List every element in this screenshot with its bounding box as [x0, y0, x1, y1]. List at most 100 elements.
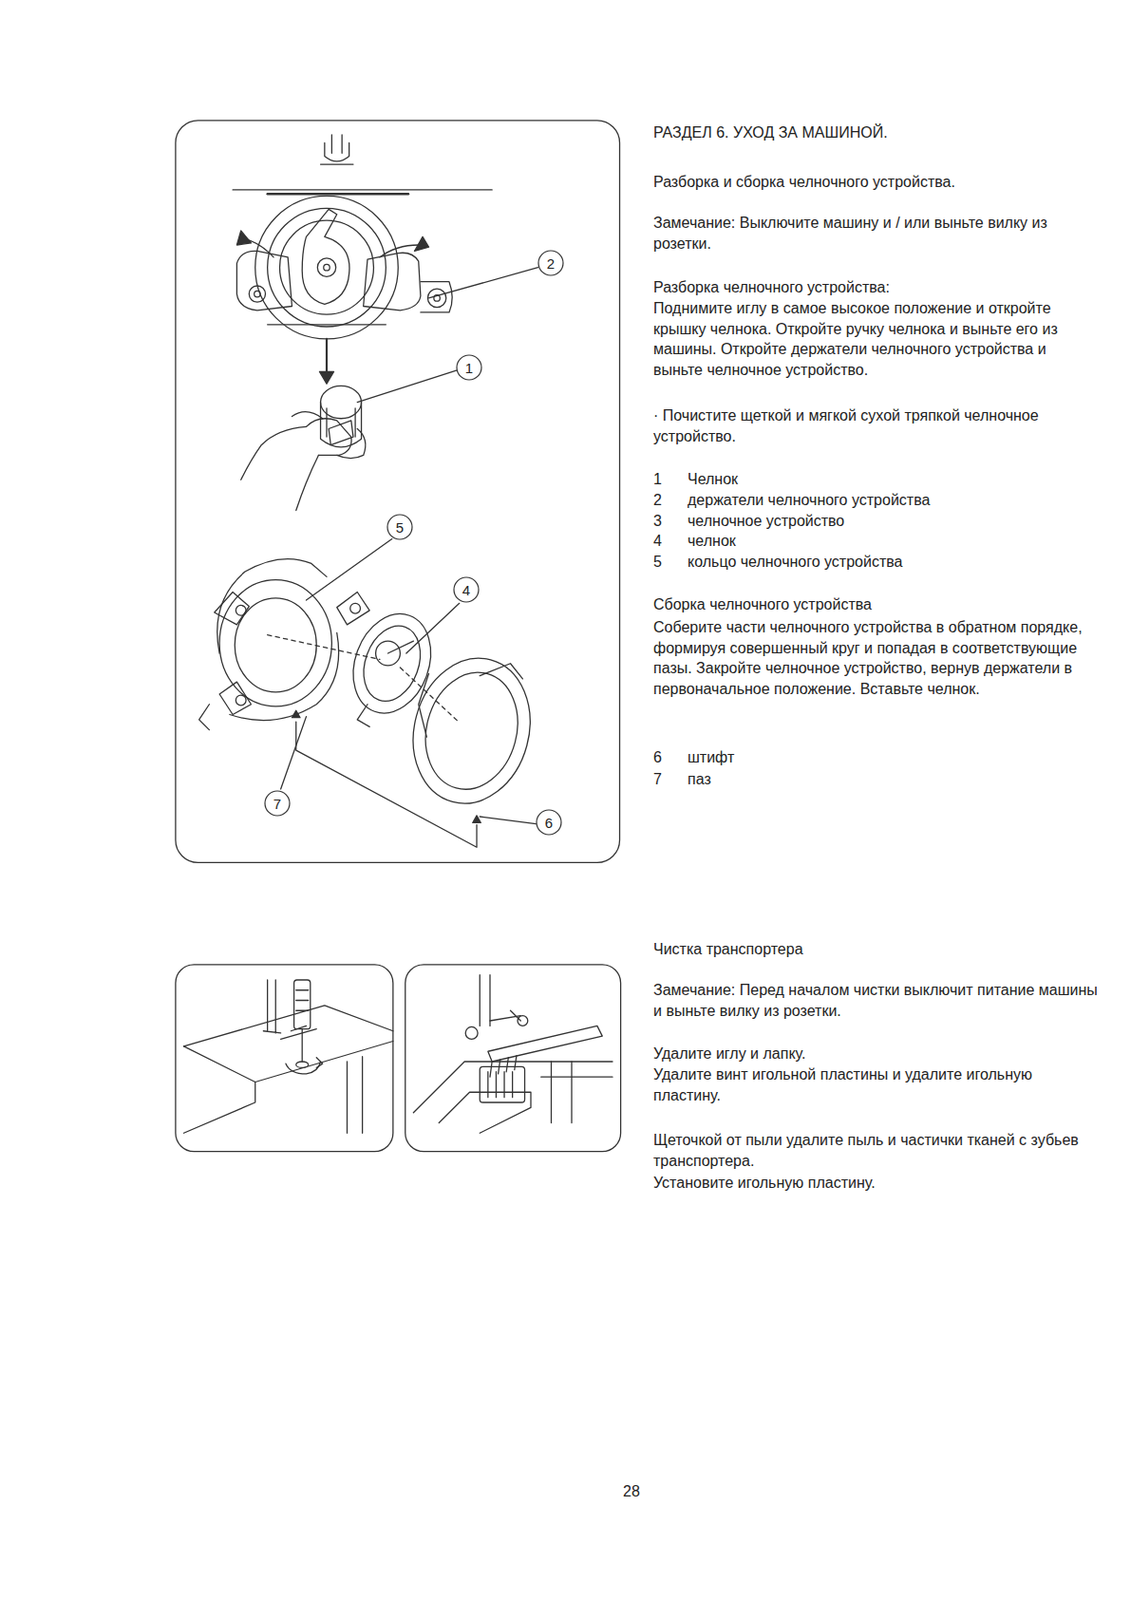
- shuttle-assembly: [363, 252, 421, 311]
- assembly-axis: [399, 667, 457, 721]
- feed-plate-screwdriver: [316, 1057, 322, 1069]
- list-item: штифт: [687, 747, 1096, 769]
- shuttle-assembly: [414, 236, 429, 251]
- bobbin-case-in-hand: [328, 420, 354, 446]
- frame: [175, 964, 394, 1152]
- feed-dog-brush: [413, 975, 613, 1134]
- presser-foot-icon: [320, 134, 354, 165]
- callout-number: 1: [465, 359, 473, 377]
- subheading: Сборка челночного устройства: [653, 594, 1100, 616]
- frame: [405, 964, 622, 1152]
- illustration: [175, 120, 622, 1152]
- shuttle-assembly: [420, 282, 453, 313]
- shuttle-assembly: [232, 189, 492, 384]
- feed-dog-brush: [413, 1061, 613, 1113]
- presser-foot-icon: [331, 134, 342, 153]
- assembly-axis: [267, 635, 458, 721]
- feed-plate-screwdriver: [347, 1056, 363, 1134]
- feed-plate-screwdriver: [301, 1029, 303, 1062]
- note-text: Замечание: Перед началом чистки выключит…: [653, 980, 1100, 1021]
- shuttle-hook: [339, 603, 444, 727]
- shuttle-assembly: [325, 339, 328, 375]
- shuttle-assembly: [232, 188, 492, 190]
- rotary-hook: [199, 704, 210, 731]
- shuttle-assembly: [317, 258, 336, 277]
- list-item: челнок: [687, 530, 1096, 552]
- feed-plate-screwdriver: [184, 980, 394, 1133]
- instruction-text: Удалите иглу и лапку.: [653, 1043, 1100, 1065]
- instruction-text: · Почистите щеткой и мягкой сухой тряпко…: [653, 405, 1100, 447]
- feed-plate-screwdriver: [296, 1061, 309, 1068]
- shuttle-assembly: [236, 230, 251, 246]
- feed-dog-brush: [488, 1025, 603, 1062]
- feed-dog-brush: [479, 1066, 525, 1103]
- callout-number: 2: [546, 255, 555, 272]
- callout-number: 4: [462, 582, 471, 599]
- callout-ring: [536, 810, 562, 835]
- hook-ring: [418, 674, 430, 738]
- shuttle-assembly: [379, 245, 419, 258]
- feed-plate-screwdriver: [184, 1041, 394, 1083]
- alignment-marks: [296, 721, 477, 848]
- rotary-hook: [350, 603, 361, 614]
- feed-plate-screwdriver: [184, 1005, 394, 1047]
- callout-number: 7: [273, 795, 282, 812]
- callout-circle: 2: [537, 249, 565, 277]
- callout-circle: 7: [263, 790, 291, 817]
- list-item: держатели челночного устройства: [687, 490, 1096, 511]
- callout-number: 6: [545, 814, 553, 831]
- shuttle-assembly: [254, 290, 261, 297]
- bobbin-case-in-hand: [241, 385, 366, 510]
- instruction-text: Щеточкой от пыли удалите пыль и частички…: [653, 1130, 1100, 1171]
- hook-ring: [396, 644, 546, 817]
- callout-circle: 6: [535, 809, 563, 836]
- list-number: 1: [653, 469, 679, 491]
- assembly-axis: [267, 635, 380, 660]
- section-title: РАЗДЕЛ 6. УХОД ЗА МАШИНОЙ.: [653, 122, 1100, 144]
- rotary-hook: [199, 559, 371, 731]
- callout-ring: [387, 514, 413, 540]
- instruction-text: Удалите винт игольной пластины и удалите…: [653, 1064, 1100, 1106]
- rotary-hook: [219, 580, 332, 707]
- shuttle-assembly: [301, 208, 350, 304]
- leader-line: [406, 603, 460, 654]
- list-item: кольцо челночного устройства: [687, 551, 1096, 573]
- rotary-hook: [217, 559, 327, 654]
- shuttle-hook: [354, 618, 431, 710]
- shuttle-assembly: [255, 195, 399, 340]
- shuttle-assembly: [267, 323, 387, 325]
- hook-ring: [413, 661, 531, 800]
- feed-plate-screwdriver: [281, 1025, 318, 1039]
- feed-plate-screwdriver: [294, 980, 311, 1030]
- hook-ring: [479, 663, 523, 679]
- note-text: Замечание: Выключите машину и / или вынь…: [653, 212, 1100, 254]
- shuttle-assembly: [236, 250, 292, 310]
- subheading: Чистка транспортера: [653, 939, 1100, 961]
- alignment-marks: [291, 710, 481, 848]
- leader-line: [281, 716, 307, 790]
- feed-plate-screwdriver: [184, 1082, 256, 1134]
- feed-dog-brush: [465, 1026, 478, 1039]
- callout-circle: 5: [386, 513, 414, 541]
- bobbin-case-in-hand: [306, 418, 353, 456]
- leader-line: [306, 539, 393, 602]
- shuttle-assembly: [267, 192, 409, 195]
- rotary-hook: [214, 592, 250, 625]
- callout-circle: 4: [452, 576, 480, 604]
- leader-line: [479, 816, 536, 825]
- feed-dog-brush: [438, 1092, 531, 1133]
- list-number: 6: [653, 747, 679, 769]
- bobbin-case-in-hand: [337, 429, 366, 459]
- list-number: 4: [653, 530, 679, 552]
- frame: [175, 120, 622, 1152]
- shuttle-assembly: [248, 285, 265, 302]
- presser-foot-icon: [320, 163, 354, 165]
- alignment-marks: [291, 710, 301, 718]
- leader-line: [281, 267, 539, 825]
- instruction-text: Установите игольную пластину.: [653, 1172, 1100, 1194]
- bobbin-case-in-hand: [291, 412, 322, 419]
- shuttle-hook: [339, 603, 444, 724]
- shuttle-assembly: [267, 207, 387, 327]
